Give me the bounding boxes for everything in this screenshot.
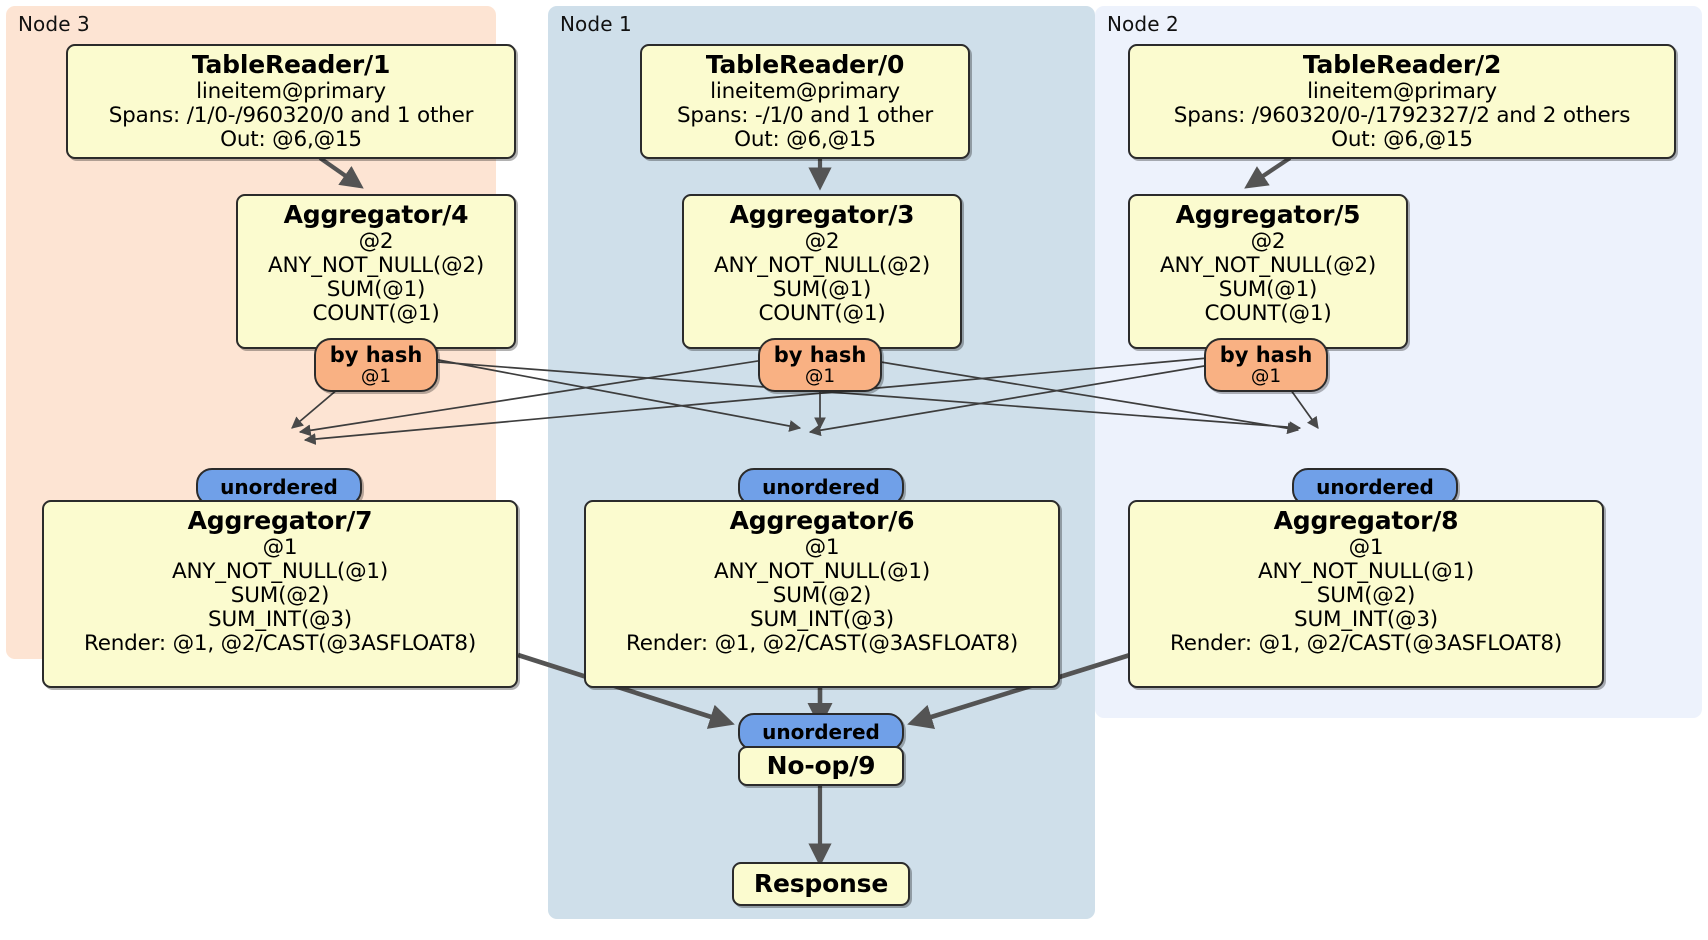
processor-detail-line: ANY_NOT_NULL(@1)	[171, 559, 389, 585]
processor-noop-9[interactable]: No-op/9	[738, 746, 904, 786]
processor-detail-line: @1	[1348, 535, 1384, 560]
processor-title: Aggregator/3	[729, 200, 915, 229]
processor-detail-line: SUM_INT(@3)	[750, 607, 894, 633]
processor-detail-line: ANY_NOT_NULL(@1)	[713, 559, 931, 585]
hash-router-column: @1	[804, 365, 836, 387]
processor-detail-line: SUM(@1)	[326, 277, 426, 303]
processor-detail-line: Spans: /960320/0-/1792327/2 and 2 others	[1173, 103, 1631, 129]
processor-detail-line: lineitem@primary	[196, 79, 386, 104]
processor-title: TableReader/1	[191, 50, 391, 79]
processor-detail-line: @2	[358, 229, 394, 254]
processor-detail-line: Out: @6,@15	[1331, 127, 1473, 153]
processor-title: No-op/9	[766, 751, 876, 780]
processor-title: Aggregator/8	[1273, 506, 1459, 535]
processor-title: Aggregator/6	[729, 506, 915, 535]
processor-detail-line: SUM(@1)	[1218, 277, 1318, 303]
processor-detail-line: Out: @6,@15	[220, 127, 362, 153]
hash-router-right[interactable]: by hash @1	[1204, 338, 1328, 392]
processor-aggregator-3[interactable]: Aggregator/3 @2 ANY_NOT_NULL(@2) SUM(@1)…	[682, 194, 962, 349]
node-panel-label-node3: Node 3	[18, 12, 90, 36]
processor-detail-line: @2	[804, 229, 840, 254]
processor-detail-line: @1	[262, 535, 298, 560]
processor-detail-line: lineitem@primary	[1307, 79, 1497, 104]
processor-detail-line: Render: @1, @2/CAST(@3ASFLOAT8)	[83, 631, 477, 657]
processor-title: Aggregator/7	[187, 506, 373, 535]
processor-title: Response	[753, 869, 889, 898]
processor-detail-line: SUM(@2)	[772, 583, 872, 609]
processor-aggregator-4[interactable]: Aggregator/4 @2 ANY_NOT_NULL(@2) SUM(@1)…	[236, 194, 516, 349]
processor-aggregator-5[interactable]: Aggregator/5 @2 ANY_NOT_NULL(@2) SUM(@1)…	[1128, 194, 1408, 349]
processor-tablereader-0[interactable]: TableReader/0 lineitem@primary Spans: -/…	[640, 44, 970, 159]
processor-title: TableReader/0	[705, 50, 905, 79]
processor-detail-line: Spans: /1/0-/960320/0 and 1 other	[108, 103, 474, 129]
processor-detail-line: SUM(@1)	[772, 277, 872, 303]
processor-response[interactable]: Response	[732, 862, 910, 906]
processor-detail-line: ANY_NOT_NULL(@2)	[1159, 253, 1377, 279]
processor-detail-line: ANY_NOT_NULL(@2)	[713, 253, 931, 279]
processor-title: TableReader/2	[1302, 50, 1502, 79]
processor-detail-line: Render: @1, @2/CAST(@3ASFLOAT8)	[1169, 631, 1563, 657]
node-panel-label-node2: Node 2	[1107, 12, 1179, 36]
processor-detail-line: ANY_NOT_NULL(@2)	[267, 253, 485, 279]
processor-aggregator-8[interactable]: Aggregator/8 @1 ANY_NOT_NULL(@1) SUM(@2)…	[1128, 500, 1604, 688]
synchronizer-right[interactable]: unordered	[1292, 468, 1458, 506]
processor-detail-line: lineitem@primary	[710, 79, 900, 104]
processor-detail-line: Render: @1, @2/CAST(@3ASFLOAT8)	[625, 631, 1019, 657]
node-panel-label-node1: Node 1	[560, 12, 632, 36]
processor-detail-line: SUM_INT(@3)	[208, 607, 352, 633]
processor-detail-line: COUNT(@1)	[758, 301, 886, 327]
hash-router-left[interactable]: by hash @1	[314, 338, 438, 392]
hash-router-column: @1	[1250, 365, 1282, 387]
processor-detail-line: @1	[804, 535, 840, 560]
processor-title: Aggregator/5	[1175, 200, 1361, 229]
processor-detail-line: Out: @6,@15	[734, 127, 876, 153]
hash-router-title: by hash	[1219, 343, 1313, 367]
processor-detail-line: SUM_INT(@3)	[1294, 607, 1438, 633]
processor-detail-line: SUM(@2)	[1316, 583, 1416, 609]
hash-router-title: by hash	[773, 343, 867, 367]
processor-tablereader-2[interactable]: TableReader/2 lineitem@primary Spans: /9…	[1128, 44, 1676, 159]
processor-detail-line: SUM(@2)	[230, 583, 330, 609]
processor-aggregator-6[interactable]: Aggregator/6 @1 ANY_NOT_NULL(@1) SUM(@2)…	[584, 500, 1060, 688]
processor-detail-line: ANY_NOT_NULL(@1)	[1257, 559, 1475, 585]
processor-tablereader-1[interactable]: TableReader/1 lineitem@primary Spans: /1…	[66, 44, 516, 159]
hash-router-center[interactable]: by hash @1	[758, 338, 882, 392]
processor-detail-line: COUNT(@1)	[1204, 301, 1332, 327]
processor-detail-line: Spans: -/1/0 and 1 other	[676, 103, 934, 129]
processor-title: Aggregator/4	[283, 200, 469, 229]
processor-aggregator-7[interactable]: Aggregator/7 @1 ANY_NOT_NULL(@1) SUM(@2)…	[42, 500, 518, 688]
processor-detail-line: @2	[1250, 229, 1286, 254]
hash-router-column: @1	[360, 365, 392, 387]
processor-detail-line: COUNT(@1)	[312, 301, 440, 327]
hash-router-title: by hash	[329, 343, 423, 367]
